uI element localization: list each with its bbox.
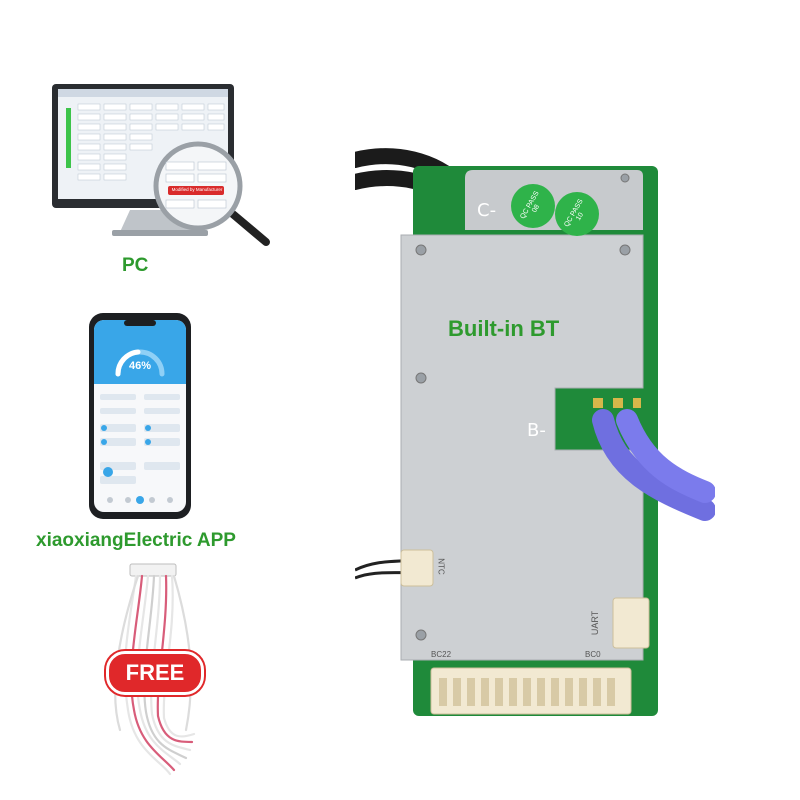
- pc-monitor-illustration: Modified by Manufacturer: [50, 82, 280, 252]
- b-minus-label: B-: [527, 420, 546, 441]
- bc22-label: BC22: [431, 650, 452, 659]
- free-badge-text: FREE: [125, 660, 185, 685]
- pc-label: PC: [122, 255, 149, 276]
- magnifier-badge-text: Modified by Manufacturer: [171, 187, 223, 192]
- built-in-bt-label: Built-in BT: [448, 316, 560, 341]
- ntc-label: NTC: [436, 558, 446, 575]
- c-minus-label: C-: [477, 200, 497, 221]
- uart-label: UART: [590, 610, 601, 636]
- bms-board-illustration: C- B- QC PASS 08 QC PASS 10 NTC UART BC2…: [355, 130, 715, 730]
- bc0-label: BC0: [585, 650, 601, 659]
- smartphone-illustration: 46%: [88, 312, 192, 520]
- app-label: xiaoxiangElectric APP: [36, 530, 236, 551]
- free-badge: FREE: [106, 651, 204, 695]
- battery-percent: 46%: [128, 360, 152, 372]
